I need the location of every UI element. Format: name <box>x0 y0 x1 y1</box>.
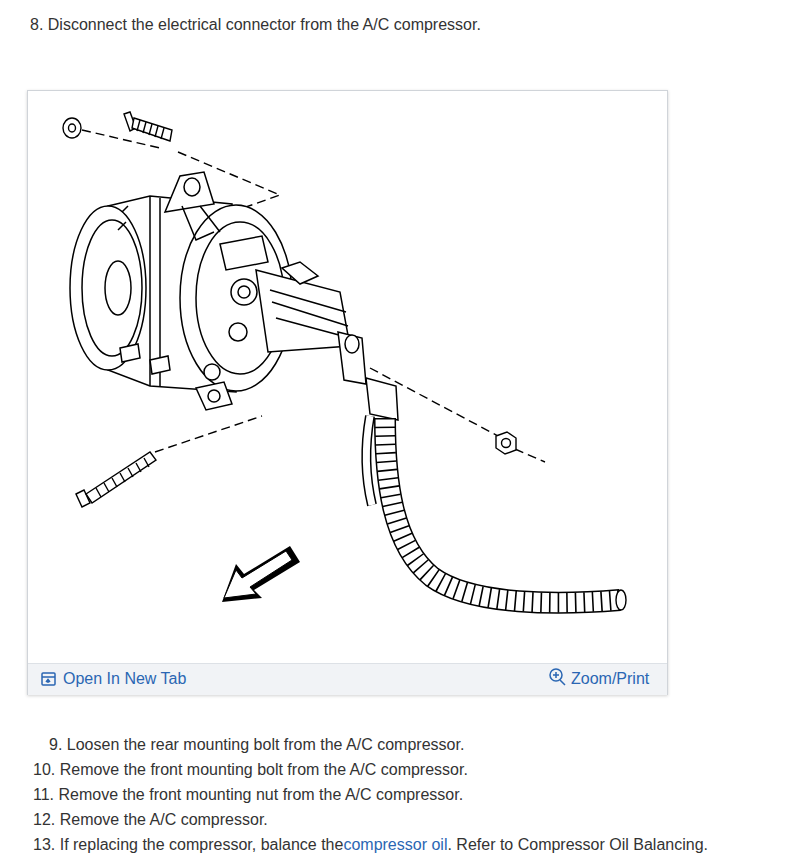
hose-assembly <box>366 416 626 610</box>
toolbar-link: Zoom/Print <box>571 669 649 689</box>
step-text: . Refer to Compressor Oil Balancing. <box>447 836 708 853</box>
text-link: compressor oil <box>343 836 447 853</box>
dashed-guides <box>82 130 545 462</box>
step-text: 13. If replacing the compressor, balance… <box>33 836 343 853</box>
step-text: 9. Loosen the rear mounting bolt from th… <box>49 735 464 755</box>
bolts <box>63 112 516 507</box>
step-text: 8. Disconnect the electrical connector f… <box>30 15 481 35</box>
step-text: 10. Remove the front mounting bolt from … <box>33 760 468 780</box>
compressor-body <box>70 172 398 420</box>
step-text: 11. Remove the front mounting nut from t… <box>33 785 463 805</box>
toolbar-link: Open In New Tab <box>63 669 186 689</box>
step-text: 12. Remove the A/C compressor. <box>33 810 268 830</box>
direction-arrow <box>222 546 300 602</box>
step-line: 13. If replacing the compressor, balance… <box>33 835 708 855</box>
